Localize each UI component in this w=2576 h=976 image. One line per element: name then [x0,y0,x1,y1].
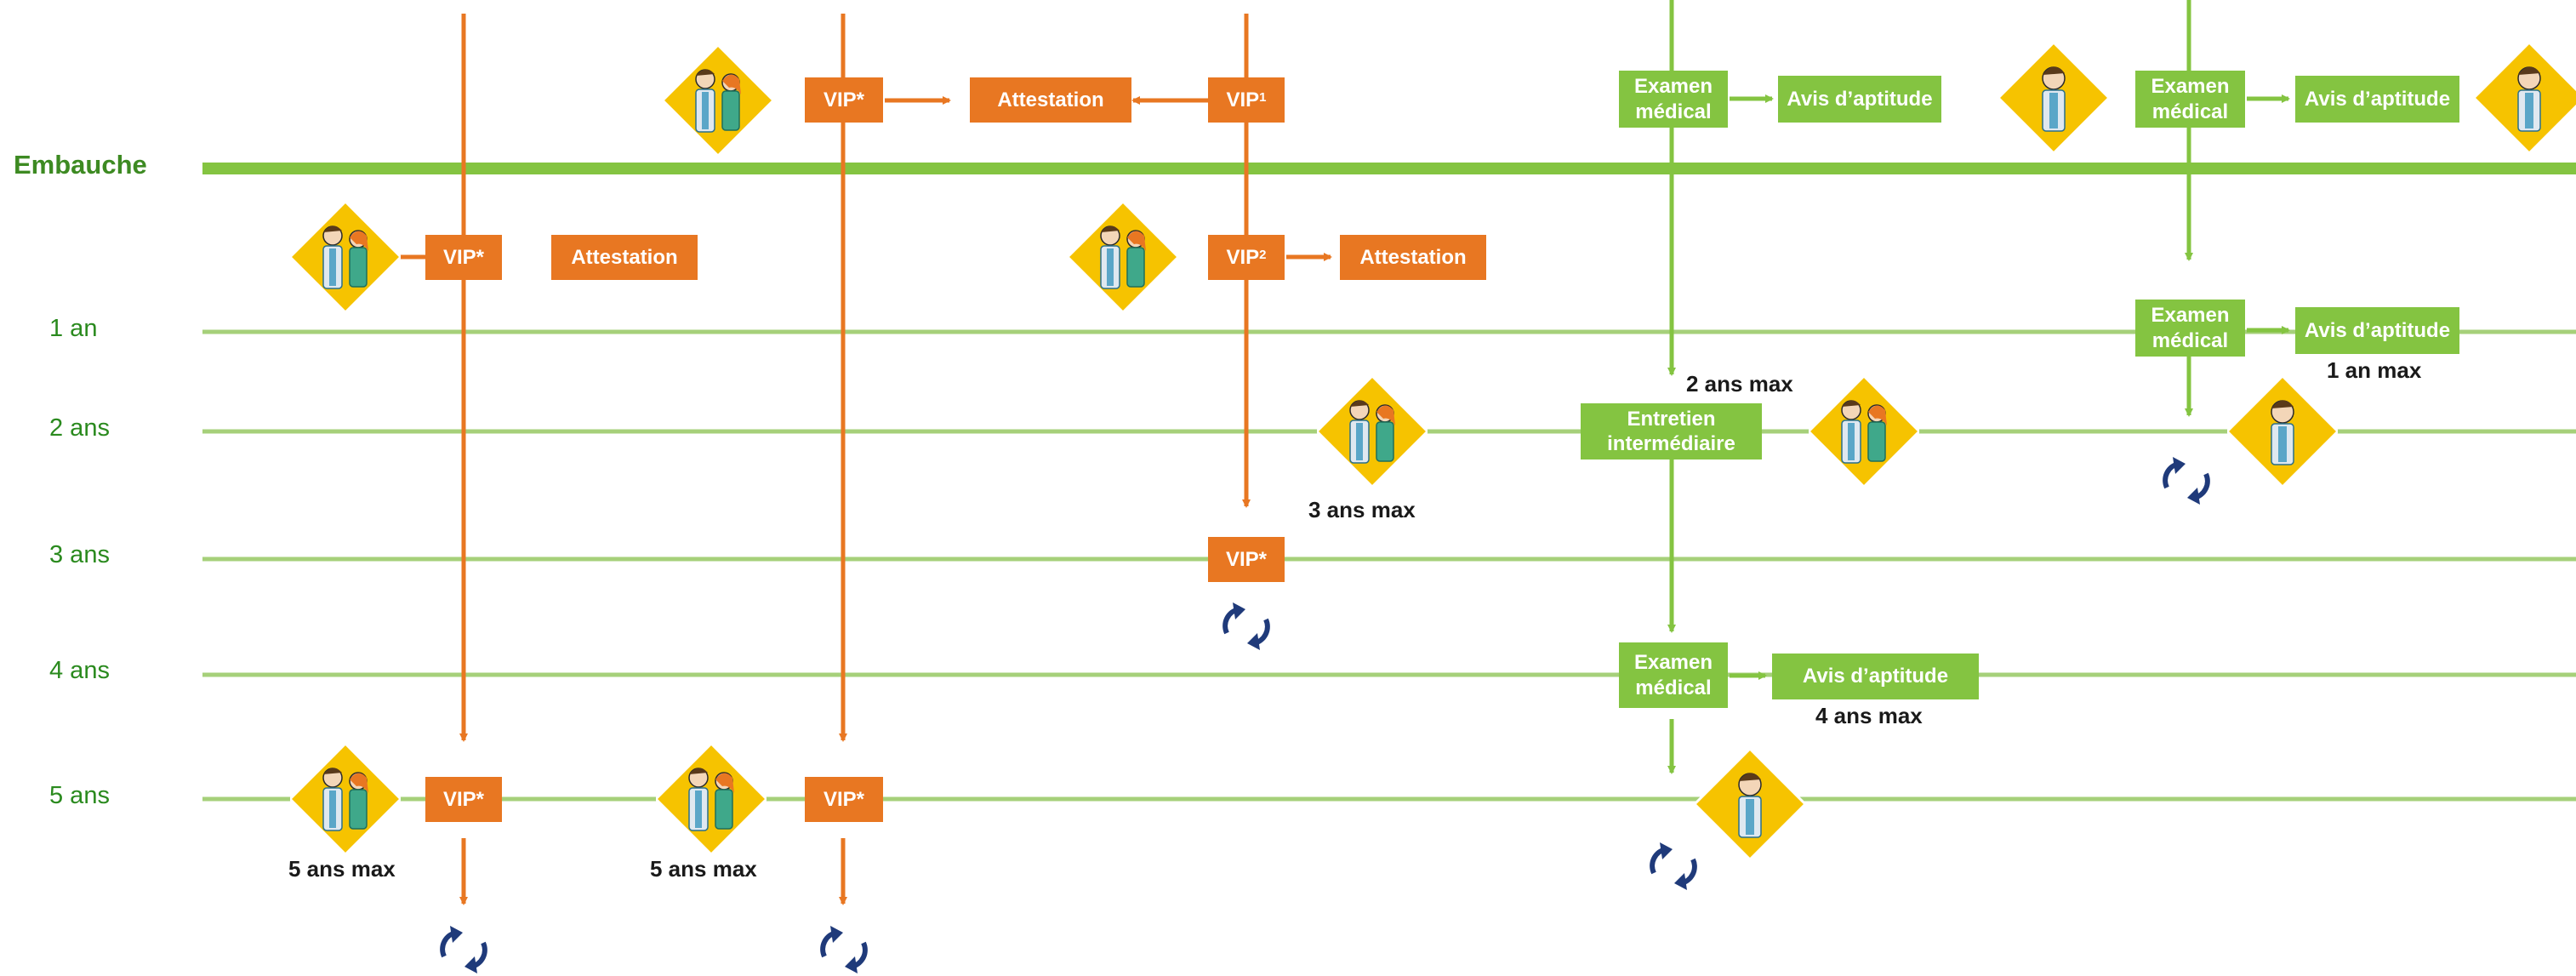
max-delay-note: 1 an max [2327,357,2422,383]
fitness-notice-box: Avis d’aptitude [1772,654,1979,699]
interim-interview-box: Entretien intermédiaire [1581,403,1762,459]
doctor-and-nurse-icon [290,744,401,854]
vip-box: VIP* [1208,537,1285,582]
doctor-and-nurse-icon [656,744,767,854]
max-delay-note: 4 ans max [1815,703,1923,728]
row-label-year5: 5 ans [49,782,110,809]
medical-exam-box: Examen médical [1619,642,1728,708]
fitness-notice-box: Avis d’aptitude [1778,76,1941,123]
doctor-icon [1998,43,2109,153]
max-delay-note: 5 ans max [650,856,757,882]
doctor-and-nurse-icon [663,45,773,156]
attestation-box: Attestation [1340,235,1486,280]
doctor-and-nurse-icon [1317,376,1428,487]
medical-exam-box: Examen médical [2135,71,2245,128]
row-label-hire: Embauche [14,150,147,180]
vip-box: VIP* [425,235,502,280]
medical-exam-box: Examen médical [1619,71,1728,128]
renewal-cycle-icon [440,926,487,973]
renewal-cycle-icon [1222,602,1270,650]
renewal-cycle-icon [2163,457,2210,505]
vip-box: VIP* [425,777,502,822]
renewal-cycle-icon [1650,842,1697,890]
row-label-year2: 2 ans [49,414,110,442]
doctor-and-nurse-icon [290,202,401,312]
vip-box: VIP* [805,777,883,822]
vip-box: VIP* [805,77,883,123]
fitness-notice-box: Avis d’aptitude [2295,307,2459,354]
doctor-icon [2474,43,2576,153]
medical-exam-box: Examen médical [2135,300,2245,357]
fitness-notice-box: Avis d’aptitude [2295,76,2459,123]
doctor-icon [2227,376,2338,487]
renewal-cycle-icon [820,926,868,973]
row-label-year1: 1 an [49,315,98,342]
doctor-icon [1695,749,1805,859]
max-delay-note: 2 ans max [1686,371,1793,397]
max-delay-note: 3 ans max [1308,497,1416,522]
attestation-box: Attestation [970,77,1131,123]
max-delay-note: 5 ans max [288,856,396,882]
row-label-year3: 3 ans [49,541,110,568]
doctor-and-nurse-icon [1809,376,1919,487]
doctor-and-nurse-icon [1068,202,1178,312]
attestation-box: Attestation [551,235,698,280]
row-label-year4: 4 ans [49,657,110,684]
